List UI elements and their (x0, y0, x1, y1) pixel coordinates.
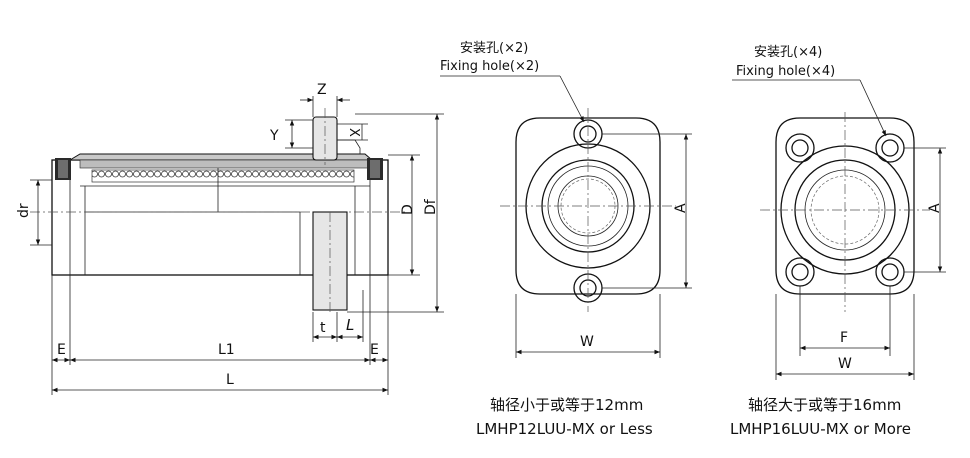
fixing-hole-bl (785, 257, 815, 287)
dim-l-small: L (346, 316, 354, 334)
hole-label-en-2hole: Fixing hole(×2) (440, 59, 539, 74)
dim-w-4hole: W (838, 356, 852, 372)
dim-y: Y (269, 128, 279, 144)
caption-en-4hole: LMHP16LUU-MX or More (730, 420, 911, 438)
flange-outline-2hole (515, 117, 661, 295)
front-view-2hole: A W 安装孔(×2) Fixing hole(×2) 轴径小于或等于12mm … (440, 41, 692, 438)
dim-f-4hole: F (840, 330, 848, 346)
dim-l: L (226, 372, 234, 388)
hole-label-cn-4hole: 安装孔(×4) (754, 45, 822, 60)
caption-en-2hole: LMHP12LUU-MX or Less (476, 420, 653, 438)
dim-z: Z (317, 82, 327, 98)
dim-e-left: E (57, 342, 66, 358)
dim-a-2hole: A (673, 203, 689, 213)
dim-w-2hole: W (580, 334, 594, 350)
front-view-4hole: A F W 安装孔(×4) Fixing hole(×4) 轴径大于或等于16m… (730, 45, 946, 438)
caption-cn-2hole: 轴径小于或等于12mm (490, 396, 643, 414)
ball-row (91, 169, 355, 183)
dim-l1: L1 (218, 342, 235, 358)
dim-dr: dr (16, 203, 32, 218)
retainer-band (79, 159, 371, 169)
dim-df: Df (423, 198, 439, 215)
dim-d: D (400, 204, 416, 215)
dim-e-right: E (370, 342, 379, 358)
fixing-hole-br (875, 257, 905, 287)
dim-a-4hole: A (927, 203, 943, 213)
dim-t: t (320, 320, 326, 336)
side-view: Z Y X dr D Df t L (16, 82, 444, 395)
caption-cn-4hole: 轴径大于或等于16mm (748, 396, 901, 414)
fixing-hole-tl (785, 133, 815, 163)
fixing-hole-tr (875, 133, 905, 163)
hole-label-en-4hole: Fixing hole(×4) (736, 64, 835, 79)
dim-x: X (346, 128, 361, 137)
hole-label-cn-2hole: 安装孔(×2) (460, 41, 528, 56)
